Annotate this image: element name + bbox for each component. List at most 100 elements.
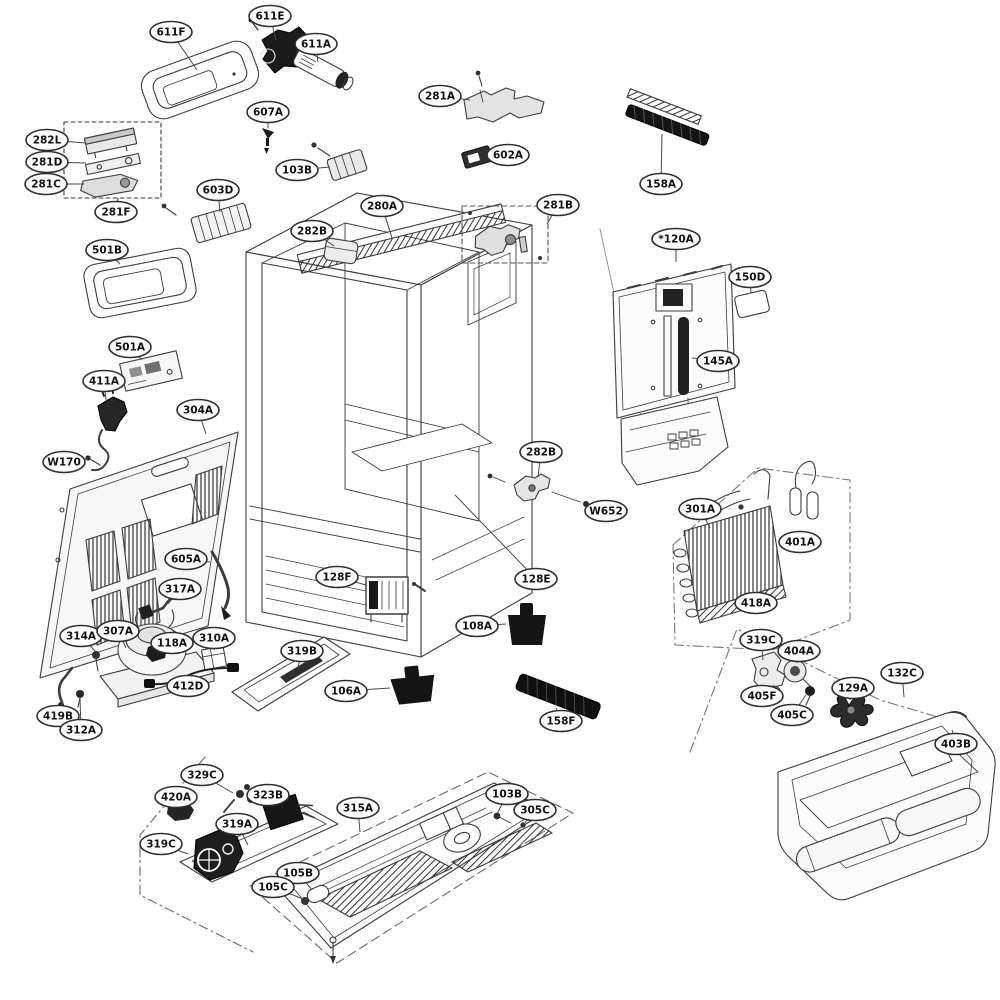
grille-rail-158F — [515, 673, 601, 720]
svg-text:106A: 106A — [331, 686, 362, 698]
part-label-132C: 132C — [880, 661, 924, 698]
svg-text:607A: 607A — [253, 107, 284, 119]
back-panel-304A — [39, 431, 239, 679]
svg-text:128E: 128E — [521, 574, 550, 586]
part-label-501B: 501B — [85, 238, 129, 265]
part-label-317A: 317A — [158, 577, 202, 605]
svg-text:310A: 310A — [199, 633, 230, 645]
fan-blade-129A — [830, 695, 874, 728]
svg-text:280A: 280A — [367, 201, 398, 213]
svg-text:611E: 611E — [255, 11, 284, 23]
part-label-282L: 282L — [25, 128, 87, 152]
part-label-106A: 106A — [324, 679, 391, 703]
part-label-314A: 314A — [59, 624, 103, 653]
part-label-611A: 611A — [294, 32, 338, 63]
svg-text:132C: 132C — [887, 668, 917, 680]
part-label-304A: 304A — [176, 398, 220, 435]
part-label-120A: *120A — [651, 227, 701, 262]
svg-text:418A: 418A — [741, 598, 772, 610]
part-label-603D: 603D — [196, 178, 240, 213]
part-label-105B: 105B — [276, 861, 320, 891]
svg-text:405C: 405C — [777, 710, 807, 722]
leveling-foot-108A — [508, 603, 546, 645]
evaporator-assembly — [672, 460, 851, 651]
part-label-310A: 310A — [192, 626, 236, 650]
base-pan-assembly — [249, 771, 574, 964]
svg-text:411A: 411A — [89, 376, 120, 388]
grille-rails-158A — [625, 88, 710, 146]
svg-text:611F: 611F — [156, 27, 185, 39]
dispenser-panel-120A — [612, 263, 736, 419]
svg-text:312A: 312A — [66, 725, 97, 737]
part-label-129A: 129A — [831, 676, 875, 701]
svg-text:282B: 282B — [297, 226, 327, 238]
part-label-602A: 602A — [486, 143, 530, 167]
svg-text:314A: 314A — [66, 631, 97, 643]
part-label-108A: 108A — [455, 614, 507, 638]
svg-text:W170: W170 — [47, 457, 81, 469]
svg-text:501A: 501A — [115, 342, 146, 354]
svg-text:419B: 419B — [43, 711, 73, 723]
svg-text:603D: 603D — [203, 185, 234, 197]
screw-W170 — [85, 455, 101, 466]
part-label-420A: 420A — [154, 785, 198, 809]
svg-text:108A: 108A — [462, 621, 493, 633]
hinge-group-281B — [461, 205, 549, 264]
part-label-118A: 118A — [150, 631, 194, 655]
part-label-412D: 412D — [166, 674, 210, 698]
hinge-282B-lower — [487, 473, 589, 507]
part-label-128E: 128E — [454, 494, 558, 591]
screw-607A — [262, 128, 274, 154]
part-label-418A: 418A — [734, 591, 778, 615]
svg-text:281F: 281F — [101, 207, 130, 219]
part-label-281F: 281F — [94, 197, 138, 224]
part-label-128F: 128F — [315, 565, 367, 589]
svg-text:103B: 103B — [282, 165, 312, 177]
svg-text:118A: 118A — [157, 638, 188, 650]
svg-text:158A: 158A — [646, 179, 677, 191]
cover-602A — [461, 145, 493, 169]
svg-text:145A: 145A — [703, 356, 734, 368]
svg-text:128F: 128F — [322, 572, 351, 584]
machine-room-cover — [777, 711, 996, 901]
svg-text:103B: 103B — [492, 789, 522, 801]
control-box-128F — [365, 576, 426, 623]
svg-text:105C: 105C — [258, 882, 288, 894]
svg-text:305C: 305C — [520, 805, 550, 817]
part-label-282B: 282B — [519, 440, 563, 478]
hinge-plate-281D — [85, 152, 141, 176]
part-label-323B: 323B — [246, 783, 290, 807]
svg-text:307A: 307A — [103, 626, 134, 638]
svg-text:405F: 405F — [747, 691, 776, 703]
part-label-319C: 319C — [139, 832, 189, 856]
cover-150D — [734, 289, 770, 319]
part-label-281A: 281A — [418, 84, 471, 108]
part-label-145A: 145A — [691, 349, 740, 373]
drain-tube-605A — [210, 550, 231, 620]
part-label-319B: 319B — [280, 639, 324, 668]
cover-282B — [323, 237, 359, 265]
svg-text:319C: 319C — [146, 839, 176, 851]
part-label-281B: 281B — [536, 193, 580, 225]
svg-text:404A: 404A — [784, 646, 815, 658]
part-label-611F: 611F — [149, 20, 198, 71]
svg-text:301A: 301A — [685, 504, 716, 516]
ice-tray-611F — [140, 40, 260, 120]
svg-text:158F: 158F — [546, 716, 575, 728]
pcb-board-501A — [119, 350, 183, 392]
part-label-105C: 105C — [251, 875, 304, 900]
svg-text:281B: 281B — [543, 200, 573, 212]
part-label-319A: 319A — [215, 812, 259, 846]
part-label-281C: 281C — [24, 172, 84, 196]
tray-501B — [83, 247, 197, 319]
part-label-150D: 150D — [728, 265, 772, 294]
part-label-312A: 312A — [59, 697, 103, 742]
svg-text:329C: 329C — [187, 770, 217, 782]
part-label-W652: W652 — [584, 499, 628, 523]
part-label-405F: 405F — [740, 684, 784, 708]
auger-shaft-611A — [293, 49, 354, 91]
part-label-280A: 280A — [360, 194, 404, 239]
svg-text:*120A: *120A — [658, 234, 694, 246]
part-label-158A: 158A — [639, 133, 683, 196]
